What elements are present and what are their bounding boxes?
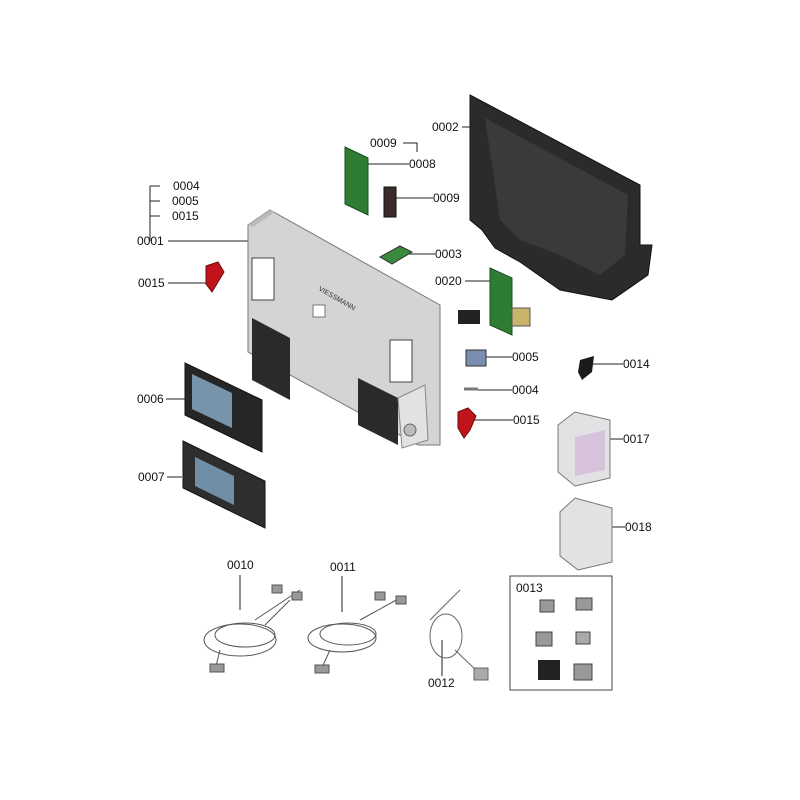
label-0006: 0006 bbox=[137, 392, 164, 406]
label-0004-group: 0004 bbox=[173, 179, 200, 193]
connector-kit-0013 bbox=[509, 575, 613, 691]
module-0009 bbox=[383, 186, 397, 218]
red-clip-0015-left bbox=[205, 261, 225, 293]
red-clip-0015-right bbox=[457, 407, 477, 439]
label-0012: 0012 bbox=[428, 676, 455, 690]
connector-0020 bbox=[458, 310, 480, 324]
box-0017 bbox=[557, 411, 611, 487]
label-0017: 0017 bbox=[623, 432, 650, 446]
harness-0011 bbox=[307, 591, 407, 674]
label-0001: 0001 bbox=[137, 234, 164, 248]
label-0015-group: 0015 bbox=[172, 209, 199, 223]
label-0003: 0003 bbox=[435, 247, 462, 261]
label-0008: 0008 bbox=[409, 157, 436, 171]
label-0005: 0005 bbox=[512, 350, 539, 364]
label-0020: 0020 bbox=[435, 274, 462, 288]
label-0004: 0004 bbox=[512, 383, 539, 397]
label-0013: 0013 bbox=[516, 581, 543, 595]
label-0015-right: 0015 bbox=[513, 413, 540, 427]
board-0003 bbox=[378, 245, 414, 265]
label-0014: 0014 bbox=[623, 357, 650, 371]
label-0005-group: 0005 bbox=[172, 194, 199, 208]
label-0010: 0010 bbox=[227, 558, 254, 572]
label-0009: 0009 bbox=[433, 191, 460, 205]
box-0018 bbox=[559, 497, 613, 571]
label-0015-left: 0015 bbox=[138, 276, 165, 290]
pcb-0020 bbox=[489, 267, 513, 336]
leader-lines bbox=[149, 126, 625, 676]
display-0006 bbox=[184, 362, 263, 453]
cable-0012 bbox=[429, 589, 489, 681]
label-0007: 0007 bbox=[138, 470, 165, 484]
pcb-0008 bbox=[344, 146, 369, 216]
back-cover-part bbox=[469, 94, 653, 301]
label-0009-top: 0009 bbox=[370, 136, 397, 150]
harness-0010 bbox=[203, 584, 303, 673]
main-housing: VIESSMANN bbox=[247, 209, 441, 449]
label-0002: 0002 bbox=[432, 120, 459, 134]
relay-0020 bbox=[511, 307, 531, 327]
part-0005 bbox=[465, 349, 487, 367]
label-0018: 0018 bbox=[625, 520, 652, 534]
display-0007 bbox=[182, 440, 266, 529]
label-0011: 0011 bbox=[330, 560, 356, 574]
part-0014 bbox=[578, 356, 594, 380]
